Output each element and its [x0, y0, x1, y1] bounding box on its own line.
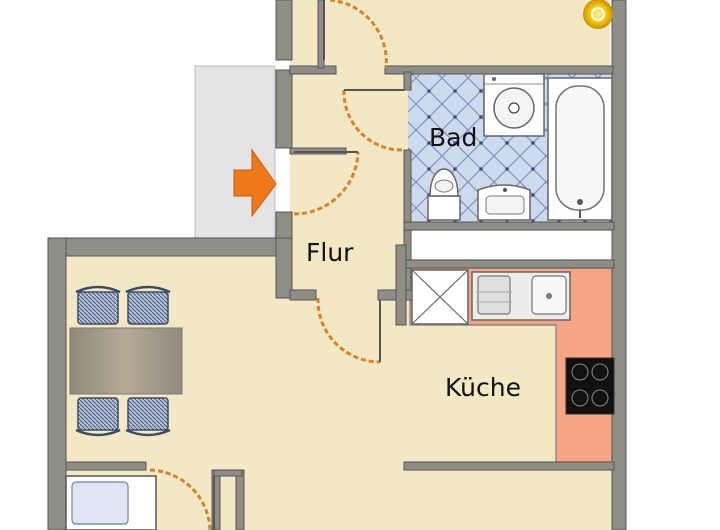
bed-icon [65, 475, 157, 530]
dining-chair-icon [75, 397, 121, 437]
dining-chair-icon [75, 285, 121, 325]
sink-icon [471, 271, 571, 321]
stove-icon [565, 357, 615, 415]
washing-machine-icon [483, 73, 545, 137]
door-leaves [213, 0, 404, 530]
room-label-bathroom: Bad [429, 123, 477, 152]
fridge-cabinet [411, 269, 469, 325]
dining-chair-icon [125, 285, 171, 325]
dining-table [69, 327, 183, 395]
washbasin-icon [477, 184, 531, 221]
room-label-kitchen: Küche [445, 373, 521, 402]
bathtub-icon [547, 77, 613, 221]
ceiling-lamp-icon [583, 0, 613, 29]
dining-chair-icon [125, 397, 171, 437]
built-in-cupboard [409, 229, 615, 261]
toilet-icon [427, 168, 461, 221]
room-label-hallway: Flur [306, 238, 354, 267]
balcony-area [194, 65, 276, 239]
entrance-arrow-icon [233, 148, 277, 218]
walls [47, 0, 627, 530]
door-swings [149, 0, 403, 530]
